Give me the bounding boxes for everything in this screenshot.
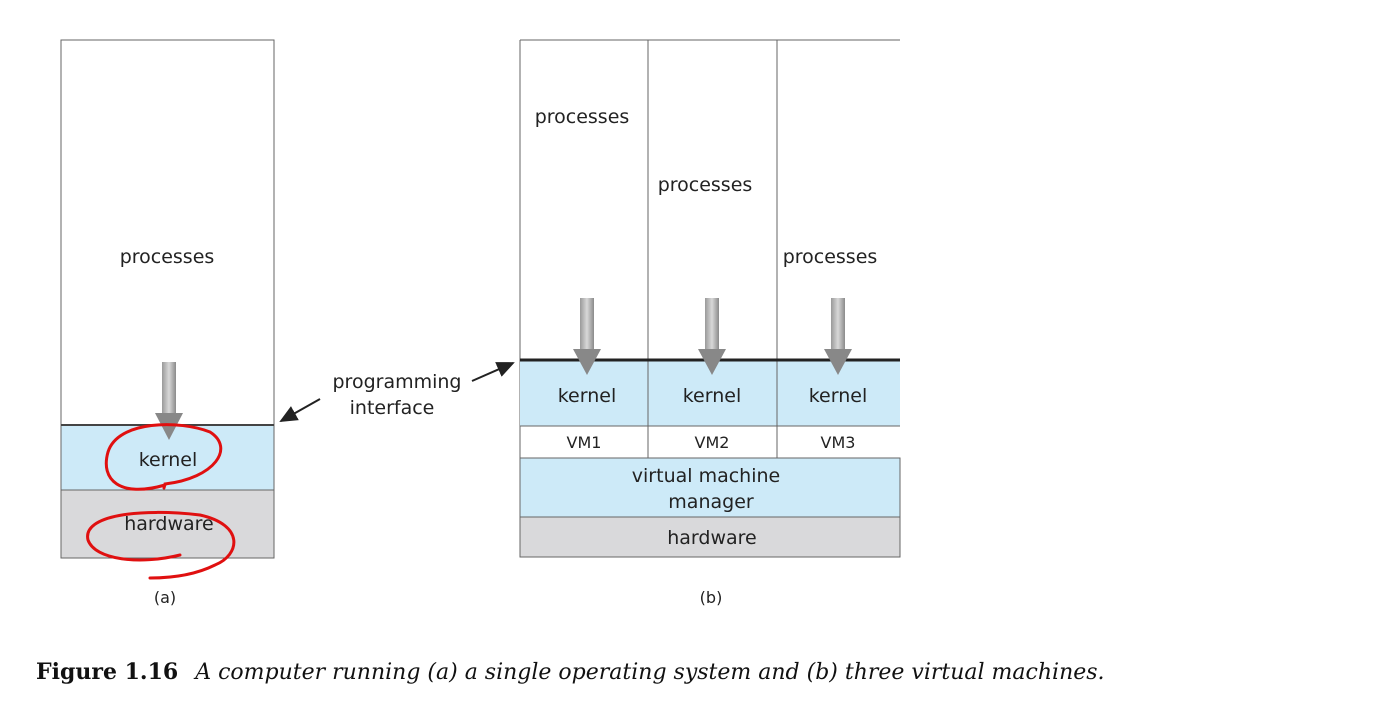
caption: Figure 1.16 A computer running (a) a sin…	[36, 659, 1105, 685]
red-annotations	[86, 423, 236, 580]
programming-label: programming	[333, 371, 462, 393]
processes-label-3: processes	[783, 246, 878, 268]
label-b: (b)	[700, 588, 723, 607]
hardware-label: hardware	[124, 513, 214, 535]
processes-label-2: processes	[658, 174, 753, 196]
hardware-circle-annotation	[86, 510, 236, 580]
kernel-label-1: kernel	[558, 385, 617, 407]
down-arrow-icon	[573, 298, 601, 375]
vmm-label-line2: manager	[668, 491, 754, 513]
processes-box	[60, 39, 275, 426]
caption-text: A computer running (a) a single operatin…	[193, 660, 1104, 685]
kernel-circle-annotation	[104, 423, 223, 491]
programming-interface-callout: programming interface	[279, 362, 515, 422]
hardware-label-b: hardware	[667, 527, 757, 549]
vmm-box	[519, 457, 901, 518]
down-arrow-icon	[155, 362, 183, 440]
down-arrow-icon	[698, 298, 726, 375]
vm1-label: VM1	[567, 433, 602, 452]
vm2-label: VM2	[695, 433, 730, 452]
figure-number: Figure 1.16	[36, 659, 178, 685]
arrow-to-a-icon	[279, 398, 321, 422]
interface-label: interface	[350, 397, 435, 419]
diagram-b: processes processes processes kernel ker…	[519, 39, 901, 607]
arrow-to-b-icon	[471, 362, 515, 382]
label-a: (a)	[154, 588, 176, 607]
vm3-label: VM3	[821, 433, 856, 452]
kernel-label-2: kernel	[683, 385, 742, 407]
down-arrow-icon	[824, 298, 852, 375]
processes-label-1: processes	[535, 106, 630, 128]
hardware-box-b	[519, 516, 901, 558]
kernel-label: kernel	[139, 449, 198, 471]
vmm-label-line1: virtual machine	[632, 465, 780, 487]
kernel-label-3: kernel	[809, 385, 868, 407]
processes-label: processes	[120, 246, 215, 268]
diagram-a: processes kernel hardware (a)	[60, 39, 275, 607]
